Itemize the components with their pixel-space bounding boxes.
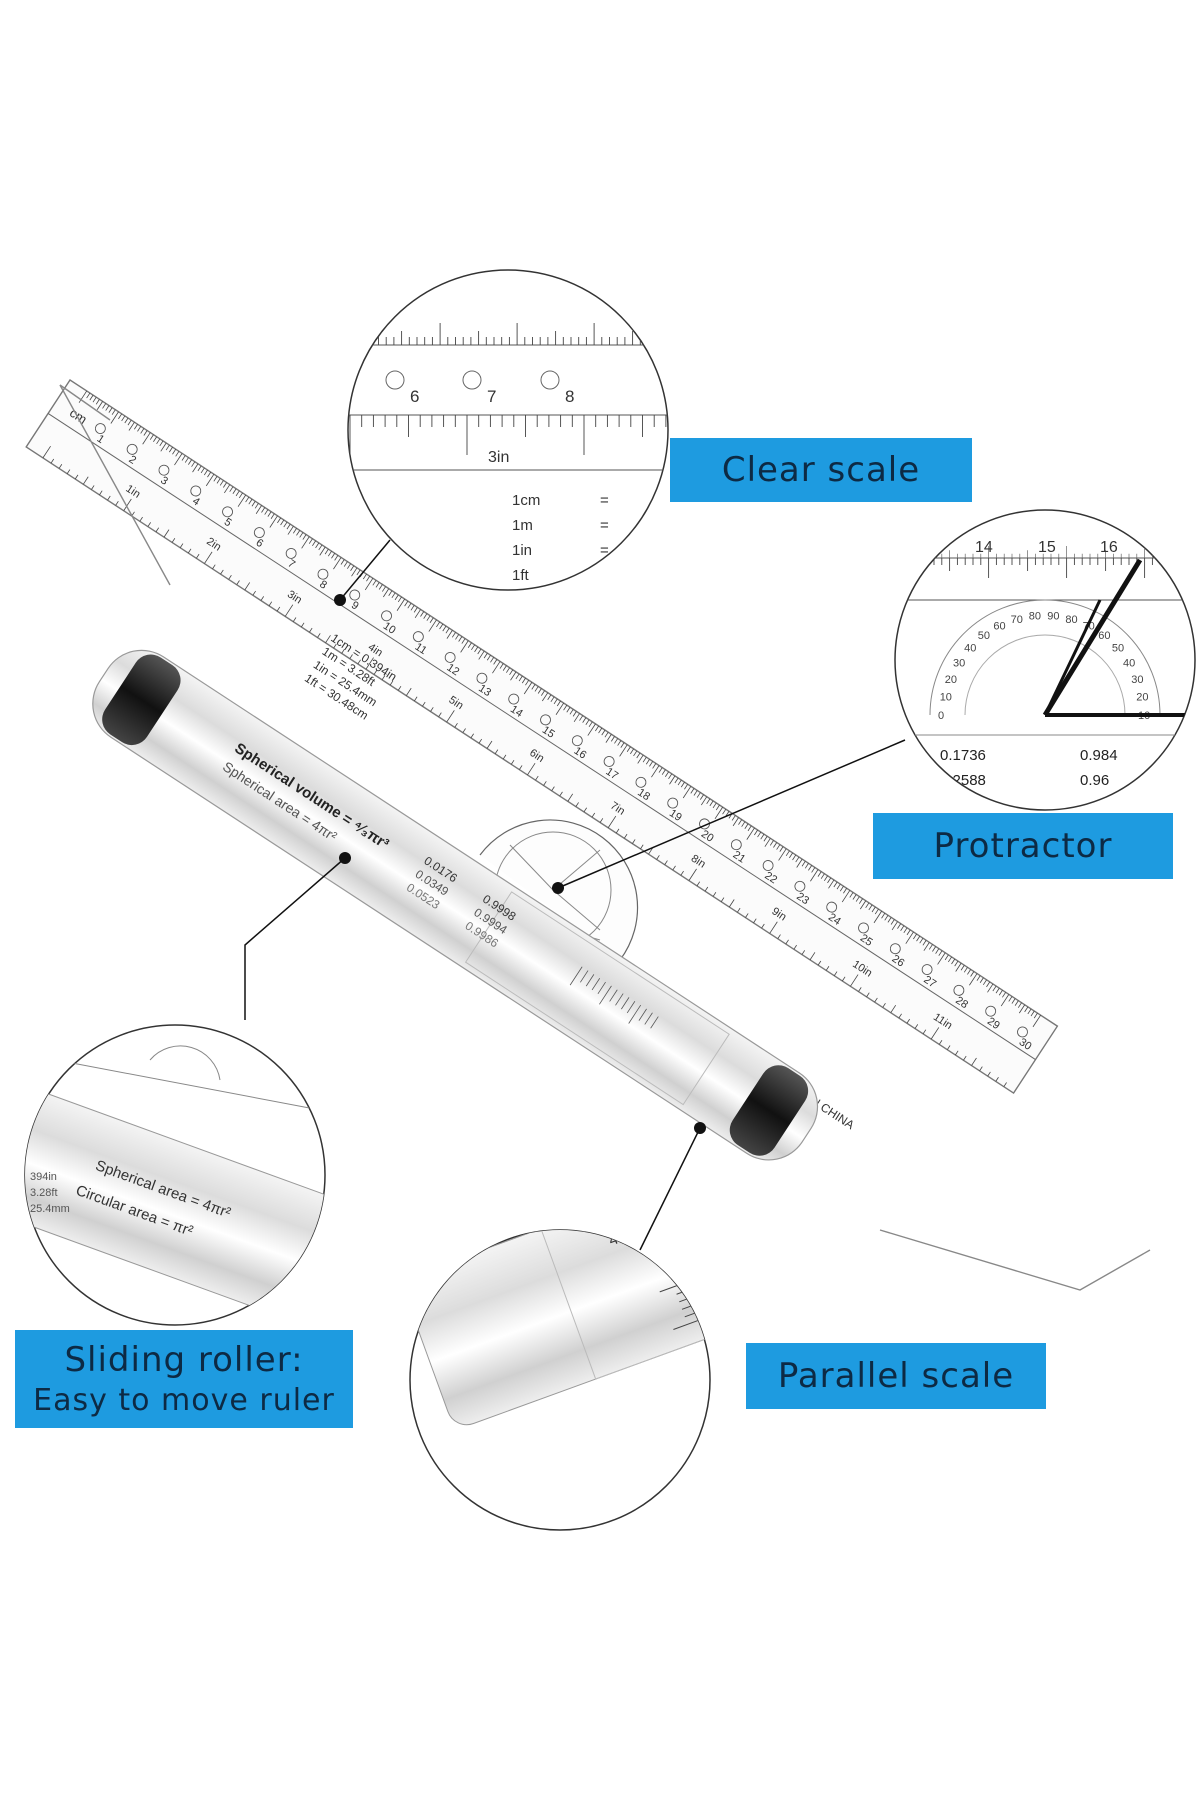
ruler-cm-number: 4 xyxy=(190,495,202,508)
ruler-cm-number: 7 xyxy=(285,558,297,571)
svg-text:1m: 1m xyxy=(512,517,533,534)
svg-text:25.4mm: 25.4mm xyxy=(30,1203,70,1215)
label-clear-scale: Clear scale xyxy=(670,438,972,502)
protractor-angle: 20 xyxy=(945,674,957,686)
ruler-cm-number: 16 xyxy=(572,745,589,762)
svg-text:0.984: 0.984 xyxy=(1080,747,1118,764)
ruler-cm-number: 30 xyxy=(1017,1036,1034,1053)
svg-text:1in: 1in xyxy=(512,542,532,559)
ruler-arm-left xyxy=(59,384,171,586)
ruler-cm-number: 11 xyxy=(413,641,429,657)
protractor-angle: 60 xyxy=(993,620,1005,632)
label-parallel-scale: Parallel scale xyxy=(746,1343,1046,1409)
ruler-cm-number: 10 xyxy=(381,620,398,637)
protractor-angle: 90 xyxy=(1047,610,1059,622)
ruler-cm-number: 12 xyxy=(444,662,461,679)
ruler-cm-number: 3 xyxy=(158,474,170,487)
protractor-angle: 30 xyxy=(1131,674,1143,686)
protractor-angle: 40 xyxy=(1123,657,1135,669)
svg-text:0.96: 0.96 xyxy=(1080,772,1109,789)
protractor-angle: 80 xyxy=(1029,610,1041,622)
svg-text:15: 15 xyxy=(1038,539,1056,556)
protractor-angle: 50 xyxy=(978,630,990,642)
ruler-cm-number: 23 xyxy=(794,890,811,907)
ruler-cm-number: 22 xyxy=(762,870,779,887)
svg-text:16: 16 xyxy=(1100,539,1118,556)
ruler-cm-number: 9 xyxy=(349,599,361,612)
svg-text:14: 14 xyxy=(975,539,993,556)
svg-text:=: = xyxy=(600,517,609,534)
ruler-cm-number: 19 xyxy=(667,807,684,824)
svg-text:7: 7 xyxy=(487,387,496,406)
ruler-arm-right xyxy=(879,1229,1151,1291)
svg-text:3.28ft: 3.28ft xyxy=(30,1187,58,1199)
ruler-cm-number: 29 xyxy=(985,1015,1002,1032)
svg-text:3: 3 xyxy=(663,1253,677,1272)
protractor-angle: 70 xyxy=(1011,614,1023,626)
svg-text:0.1736: 0.1736 xyxy=(940,747,986,764)
protractor-angle: 80 xyxy=(1065,614,1077,626)
svg-text:1ft: 1ft xyxy=(512,567,530,584)
ruler-cm-number: 5 xyxy=(222,516,234,529)
ruler-cm-number: 28 xyxy=(953,995,970,1012)
protractor-angle: 10 xyxy=(940,692,952,704)
ruler-cm-number: 26 xyxy=(890,953,907,970)
sliding-roller[interactable]: Spherical volume = ⁴⁄₃πr³ Spherical area… xyxy=(77,635,832,1175)
ruler-cm-number: 25 xyxy=(858,932,875,949)
svg-text:0.3420: 0.3420 xyxy=(940,795,986,812)
svg-text:1cm: 1cm xyxy=(512,492,540,509)
ruler-cm-numbers: 1234567891011121314151617181920212223242… xyxy=(95,423,1034,1053)
ruler-cm-number: 6 xyxy=(254,537,266,550)
protractor-angle: 0 xyxy=(938,710,944,722)
ruler-cm-number: 1 xyxy=(95,433,107,446)
ruler-cm-number: 27 xyxy=(921,974,938,991)
ruler-cm-number: 8 xyxy=(317,578,329,591)
svg-text:=: = xyxy=(600,542,609,559)
svg-text:=: = xyxy=(600,492,609,509)
protractor-angle: 60 xyxy=(1098,630,1110,642)
protractor-angle: 20 xyxy=(1136,692,1148,704)
label-protractor: Protractor xyxy=(873,813,1173,879)
svg-text:3in: 3in xyxy=(488,449,509,466)
svg-text:394in: 394in xyxy=(30,1171,57,1183)
ruler-cm-number: 21 xyxy=(731,849,748,866)
svg-text:8: 8 xyxy=(565,387,574,406)
ruler-cm-number: 20 xyxy=(699,828,716,845)
ruler-cm-number: 14 xyxy=(508,703,525,720)
ruler-ticks xyxy=(42,390,1041,1087)
label-sliding-roller: Sliding roller: Easy to move ruler xyxy=(15,1330,353,1428)
roller-cap-left xyxy=(102,654,181,746)
protractor-angle: 30 xyxy=(953,657,965,669)
ruler-cm-number: 2 xyxy=(126,454,138,467)
ruler-cm-number: 24 xyxy=(826,911,843,928)
zoom-circle-parallel-scale: 4 3 xyxy=(409,1229,711,1531)
protractor-angle: 40 xyxy=(964,643,976,655)
ruler-cm-number: 13 xyxy=(476,682,493,699)
ruler-cm-number: 15 xyxy=(540,724,557,741)
straight-ruler: 1234567891011121314151617181920212223242… xyxy=(25,379,1059,1095)
zoom-circle-roller: Spherical area = 4πr² Circular area = πr… xyxy=(24,1024,326,1326)
ruler-cm-number: 18 xyxy=(635,786,652,803)
ruler-cm-number: 17 xyxy=(603,766,620,783)
zoom-circle-protractor: 14 15 16 0102030405060708090807060504030… xyxy=(894,509,1196,812)
protractor-angle: 50 xyxy=(1112,643,1124,655)
zoom-circle-clear-scale: 6 7 8 3in 1cm 1m 1in 1ft = = = xyxy=(347,269,669,591)
roller-cap-right xyxy=(729,1065,809,1156)
svg-text:6: 6 xyxy=(410,387,419,406)
